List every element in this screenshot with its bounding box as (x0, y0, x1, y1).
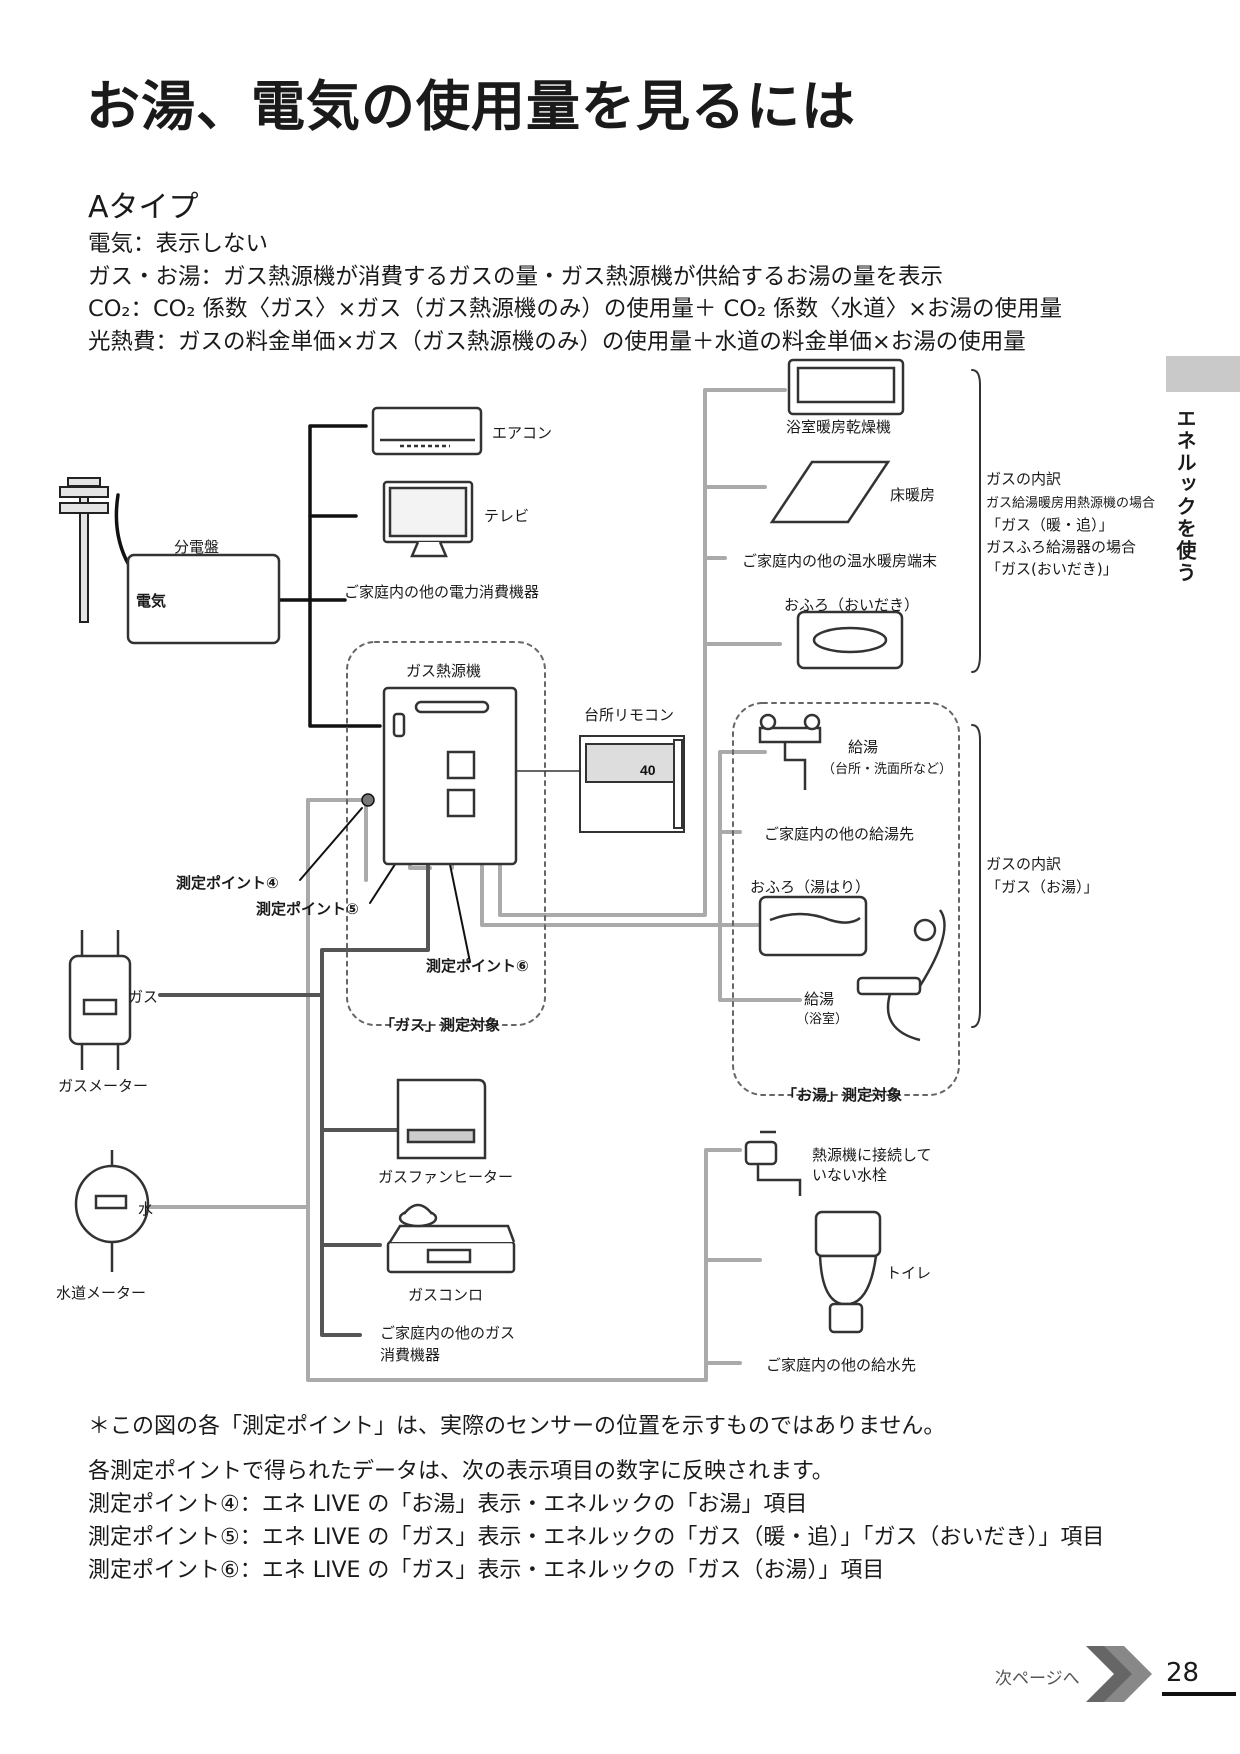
toilet-label: トイレ (886, 1264, 932, 1282)
electric-label: 電気 (136, 592, 167, 610)
other-gas-label: ご家庭内の他のガス (380, 1324, 516, 1342)
bath-reheat-label: おふろ（おいだき） (784, 596, 920, 614)
bath-dryer-icon (787, 358, 905, 416)
panel-label: 分電盤 (174, 538, 220, 556)
tv-label: テレビ (484, 507, 530, 525)
body-line: 測定ポイント⑥：エネ LIVE の「ガス」表示・エネルックの「ガス（お湯）」項目 (88, 1558, 885, 1583)
point4-pointer (299, 807, 363, 881)
gas-breakdown-line: 「ガス（暖・追）」 (986, 516, 1114, 534)
gas-target-label: 「ガス」測定対象 (380, 1016, 501, 1034)
gas-heater-icon (382, 686, 518, 866)
gas-breakdown-line: ガス給湯暖房用熱源機の場合 (986, 496, 1156, 511)
page-number: 28 (1166, 1658, 1200, 1688)
water-label: 水 (138, 1200, 154, 1218)
gas-target-region (346, 641, 546, 1026)
distribution-panel-icon (126, 553, 281, 645)
fan-heater-icon (396, 1078, 487, 1160)
bath-fill-label: おふろ（湯はり） (750, 878, 871, 896)
shower-supply-sub-label: （浴室） (796, 1012, 849, 1027)
other-hot-water-heating-label: ご家庭内の他の温水暖房端末 (742, 552, 938, 570)
tv-icon (382, 480, 474, 558)
aircon-label: エアコン (492, 424, 553, 442)
point4-dot (361, 793, 375, 807)
gas-label: ガス (128, 988, 159, 1006)
faucet-icon (744, 1130, 802, 1196)
kitchen-remote-label: 台所リモコン (584, 706, 675, 724)
other-hot-supply-label: ご家庭内の他の給湯先 (764, 825, 915, 843)
gas-stove-icon (386, 1203, 516, 1274)
gas-breakdown-title-2: ガスの内訳 (986, 855, 1062, 873)
description-line: ガス・お湯：ガス熱源機が消費するガスの量・ガス熱源機が供給するお湯の量を表示 (88, 263, 944, 290)
hot-supply-sub-label: （台所・洗面所など） (822, 762, 953, 777)
hot-supply-label: 給湯 (848, 738, 879, 756)
shower-icon (856, 909, 946, 1042)
gas-breakdown-2: 「ガス（お湯）」 (986, 878, 1099, 896)
gas-breakdown-line: ガスふろ給湯器の場合 (986, 538, 1137, 556)
body-line: 測定ポイント⑤：エネ LIVE の「ガス」表示・エネルックの「ガス（暖・追）」「… (88, 1525, 1105, 1550)
point5-label: 測定ポイント⑤ (256, 900, 359, 918)
water-meter-label: 水道メーター (56, 1284, 147, 1302)
body-line: 測定ポイント④：エネ LIVE の「お湯」表示・エネルックの「お湯」項目 (88, 1492, 808, 1517)
faucet-label: いない水栓 (812, 1166, 888, 1184)
kitchen-remote-icon (579, 735, 685, 833)
next-page-link[interactable]: 次ページへ (995, 1669, 1080, 1689)
gas-heater-label: ガス熱源機 (406, 662, 482, 680)
gas-breakdown-brace (971, 369, 981, 673)
gas-meter-label: ガスメーター (58, 1077, 149, 1095)
utility-pole-icon (59, 477, 109, 623)
bath-fill-icon (758, 895, 868, 957)
next-page-arrow-icon (1086, 1646, 1152, 1702)
point4-label: 測定ポイント④ (176, 874, 279, 892)
remote-temp-display: 40 (640, 762, 656, 778)
hot-breakdown-brace (971, 724, 981, 1028)
page-number-rule (1162, 1692, 1236, 1696)
body-line: 各測定ポイントで得られたデータは、次の表示項目の数字に反映されます。 (88, 1459, 834, 1484)
gas-lines (158, 858, 430, 1337)
side-tab (1166, 356, 1240, 392)
water-meter-icon (74, 1150, 150, 1272)
section-subtitle: Aタイプ (88, 190, 199, 225)
toilet-icon (814, 1210, 882, 1334)
description-line: 電気：表示しない (88, 231, 269, 257)
other-gas-label: 消費機器 (380, 1346, 441, 1364)
side-section-label: エネルックを使う (1173, 408, 1197, 584)
kitchen-faucet-icon (758, 713, 822, 790)
aircon-icon (371, 406, 483, 456)
floor-heating-icon (769, 460, 891, 524)
description: 電気：表示しない ガス・お湯：ガス熱源機が消費するガスの量・ガス熱源機が供給する… (88, 228, 1062, 358)
other-electric-label: ご家庭内の他の電力消費機器 (344, 583, 540, 601)
description-line: CO₂：CO₂ 係数〈ガス〉×ガス（ガス熱源機のみ）の使用量＋ CO₂ 係数〈水… (88, 296, 1062, 322)
gas-breakdown-title: ガスの内訳 (986, 470, 1062, 488)
gas-stove-label: ガスコンロ (408, 1286, 484, 1304)
floor-heating-label: 床暖房 (890, 486, 936, 504)
bath-dryer-label: 浴室暖房乾燥機 (786, 418, 892, 436)
body-text: 各測定ポイントで得られたデータは、次の表示項目の数字に反映されます。 測定ポイン… (88, 1455, 1168, 1587)
other-water-label: ご家庭内の他の給水先 (766, 1356, 917, 1374)
shower-supply-label: 給湯 (804, 990, 835, 1008)
gas-breakdown-line: 「ガス(おいだき)」 (986, 560, 1118, 578)
hot-target-region (732, 702, 960, 1096)
point6-label: 測定ポイント⑥ (426, 957, 529, 975)
fan-heater-label: ガスファンヒーター (378, 1168, 514, 1186)
description-line: 光熱費：ガスの料金単価×ガス（ガス熱源機のみ）の使用量＋水道の料金単価×お湯の使… (88, 328, 1026, 355)
hot-target-label: 「お湯」測定対象 (782, 1086, 903, 1104)
page-title: お湯、電気の使用量を見るには (86, 75, 856, 138)
gas-meter-icon (68, 930, 132, 1070)
bath-reheat-icon (796, 610, 904, 670)
faucet-label: 熱源機に接続して (812, 1146, 932, 1164)
diagram-note: ＊この図の各「測定ポイント」は、実際のセンサーの位置を示すものではありません。 (88, 1414, 946, 1439)
